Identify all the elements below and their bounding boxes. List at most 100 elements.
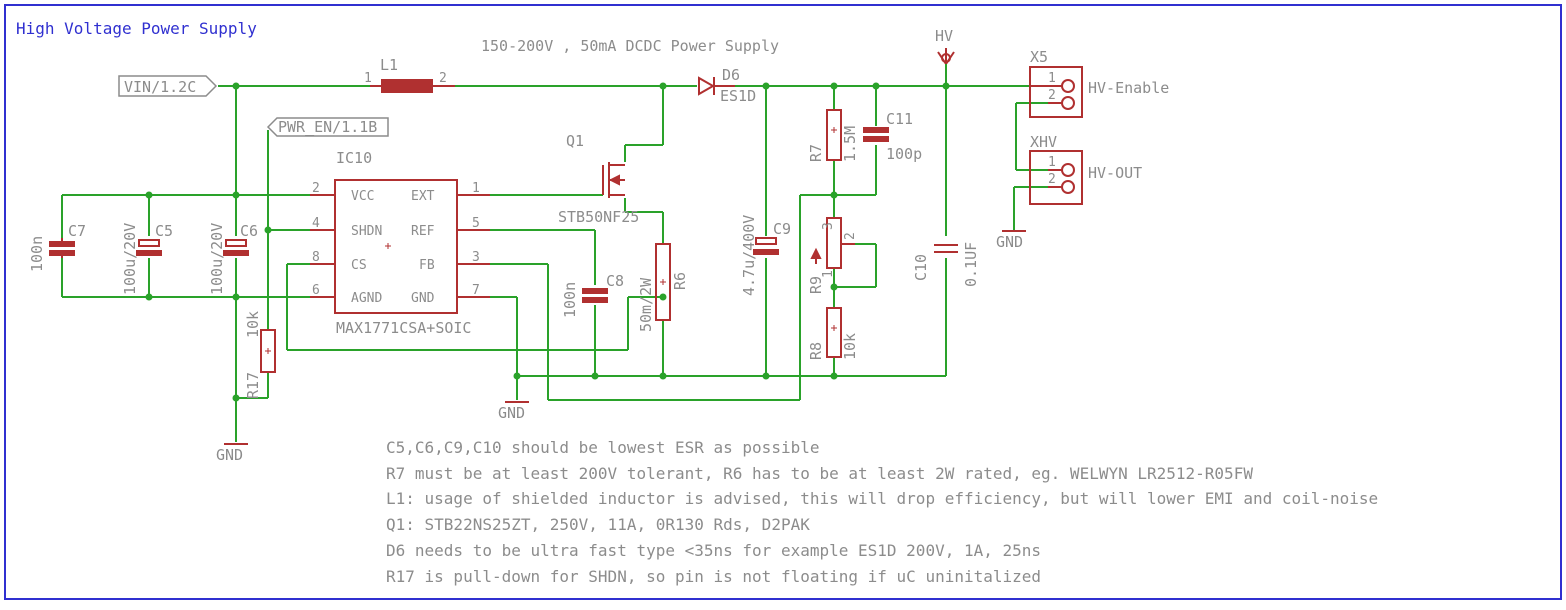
c7-ref: C7 [68, 222, 86, 240]
r9-ref: R9 [807, 276, 825, 294]
c10-value: 0.1UF [962, 242, 980, 287]
sheet-subtitle: 150-200V , 50mA DCDC Power Supply [481, 37, 779, 55]
gnd-label-right: GND [996, 233, 1023, 251]
ic10-pinnum-5: 5 [472, 216, 480, 231]
r6-ref: R6 [671, 272, 689, 290]
capacitor-c11: C11 100p [863, 110, 922, 163]
capacitor-c5: C5 100u/20V [121, 222, 173, 295]
c9-value: 4.7u/400V [740, 215, 758, 296]
net-label-pwr-en-text: PWR_EN/1.1B [278, 118, 377, 136]
c9-ref: C9 [773, 220, 791, 238]
note-line: R7 must be at least 200V tolerant, R6 ha… [386, 464, 1253, 483]
c5-value: 100u/20V [121, 223, 139, 295]
junctions [145, 82, 950, 402]
note-line: L1: usage of shielded inductor is advise… [386, 489, 1378, 508]
net-label-vin-text: VIN/1.2C [124, 78, 196, 96]
c11-ref: C11 [886, 110, 913, 128]
capacitor-c6: C6 100u/20V [208, 222, 258, 295]
ic10-pinnum-2: 2 [312, 181, 320, 196]
r7-ref: R7 [807, 144, 825, 162]
ic-ic10: IC10 MAX1771CSA+SOIC VCC SHDN CS AGND EX… [310, 149, 490, 337]
d6-ref: D6 [722, 66, 740, 84]
resistor-r6: R6 50m/2W [637, 243, 689, 332]
net-label-hv: HV [935, 27, 955, 86]
capacitor-c9: C9 4.7u/400V [740, 215, 791, 296]
l1-pin1: 1 [364, 71, 372, 86]
connector-x5: X5 1 2 HV-Enable [1029, 48, 1169, 118]
resistor-r8: R8 10k [807, 307, 859, 360]
c6-ref: C6 [240, 222, 258, 240]
capacitor-c8: C8 100n [561, 272, 624, 318]
r8-value: 10k [841, 333, 859, 360]
sheet-title: High Voltage Power Supply [16, 19, 257, 38]
ic10-pin-fb: FB [419, 258, 435, 273]
diode-d6: D6 ES1D [698, 66, 756, 105]
net-label-hv-text: HV [935, 27, 953, 45]
note-line: D6 needs to be ultra fast type <35ns for… [386, 541, 1041, 560]
connector-xhv: XHV 1 2 HV-OUT [1029, 133, 1142, 205]
inductor-l1: L1 1 2 [364, 56, 455, 93]
gnd-symbol-left: GND [216, 443, 248, 464]
gnd-label-mid: GND [498, 404, 525, 422]
c6-value: 100u/20V [208, 223, 226, 295]
r9-pin1: 1 [821, 270, 836, 278]
r9-pin2: 2 [843, 232, 858, 240]
resistor-r17: R17 10k [244, 311, 276, 399]
x5-label: HV-Enable [1088, 79, 1169, 97]
l1-pin2: 2 [439, 71, 447, 86]
ic10-pinnum-3: 3 [472, 250, 480, 265]
ic10-pin-vcc: VCC [351, 189, 374, 204]
ic10-pinnum-4: 4 [312, 216, 320, 231]
note-line: Q1: STB22NS25ZT, 250V, 11A, 0R130 Rds, D… [386, 515, 810, 534]
sheet-frame [4, 4, 1562, 600]
x5-pin2: 2 [1048, 88, 1056, 103]
c10-ref: C10 [912, 254, 930, 281]
gnd-label-left: GND [216, 446, 243, 464]
ic10-pinnum-6: 6 [312, 283, 320, 298]
c8-value: 100n [561, 282, 579, 318]
ic10-pin-gnd: GND [411, 291, 435, 306]
gnd-symbol-mid: GND [498, 401, 529, 422]
r17-value: 10k [244, 311, 262, 338]
ic10-pin-agnd: AGND [351, 291, 382, 306]
l1-ref: L1 [380, 56, 398, 74]
r7-value: 1.5M [841, 126, 859, 162]
q1-value: STB50NF25 [558, 208, 639, 226]
xhv-pin2: 2 [1048, 172, 1056, 187]
ic10-pin-ext: EXT [411, 189, 435, 204]
d6-value: ES1D [720, 87, 756, 105]
ic10-pin-cs: CS [351, 258, 367, 273]
ic10-value: MAX1771CSA+SOIC [336, 319, 471, 337]
xhv-ref: XHV [1030, 133, 1057, 151]
gnd-symbol-right: GND [996, 230, 1026, 251]
c7-value: 100n [28, 236, 46, 272]
ic10-pin-ref: REF [411, 224, 435, 239]
note-line: C5,C6,C9,C10 should be lowest ESR as pos… [386, 438, 819, 457]
c11-value: 100p [886, 145, 922, 163]
potentiometer-r9: 2 3 1 R9 [807, 217, 858, 294]
ic10-pinnum-8: 8 [312, 250, 320, 265]
ic10-ref: IC10 [336, 149, 372, 167]
xhv-label: HV-OUT [1088, 164, 1142, 182]
resistor-r7: R7 1.5M [807, 109, 859, 162]
c8-ref: C8 [606, 272, 624, 290]
net-label-vin: VIN/1.2C [118, 75, 218, 97]
r6-value: 50m/2W [637, 277, 655, 332]
xhv-pin1: 1 [1048, 155, 1056, 170]
r9-pin3: 3 [821, 222, 836, 230]
x5-pin1: 1 [1048, 71, 1056, 86]
ic10-pinnum-7: 7 [472, 283, 480, 298]
c5-ref: C5 [155, 222, 173, 240]
capacitor-c10: C10 0.1UF [912, 242, 980, 287]
mosfet-q1: Q1 STB50NF25 [558, 132, 639, 226]
r8-ref: R8 [807, 342, 825, 360]
design-notes: C5,C6,C9,C10 should be lowest ESR as pos… [386, 438, 1378, 586]
net-label-pwr-en: PWR_EN/1.1B [266, 117, 389, 137]
capacitor-c7: C7 100n [28, 222, 86, 272]
x5-ref: X5 [1030, 48, 1048, 66]
ic10-pinnum-1: 1 [472, 181, 480, 196]
r17-ref: R17 [244, 372, 262, 399]
note-line: R17 is pull-down for SHDN, so pin is not… [386, 567, 1041, 586]
